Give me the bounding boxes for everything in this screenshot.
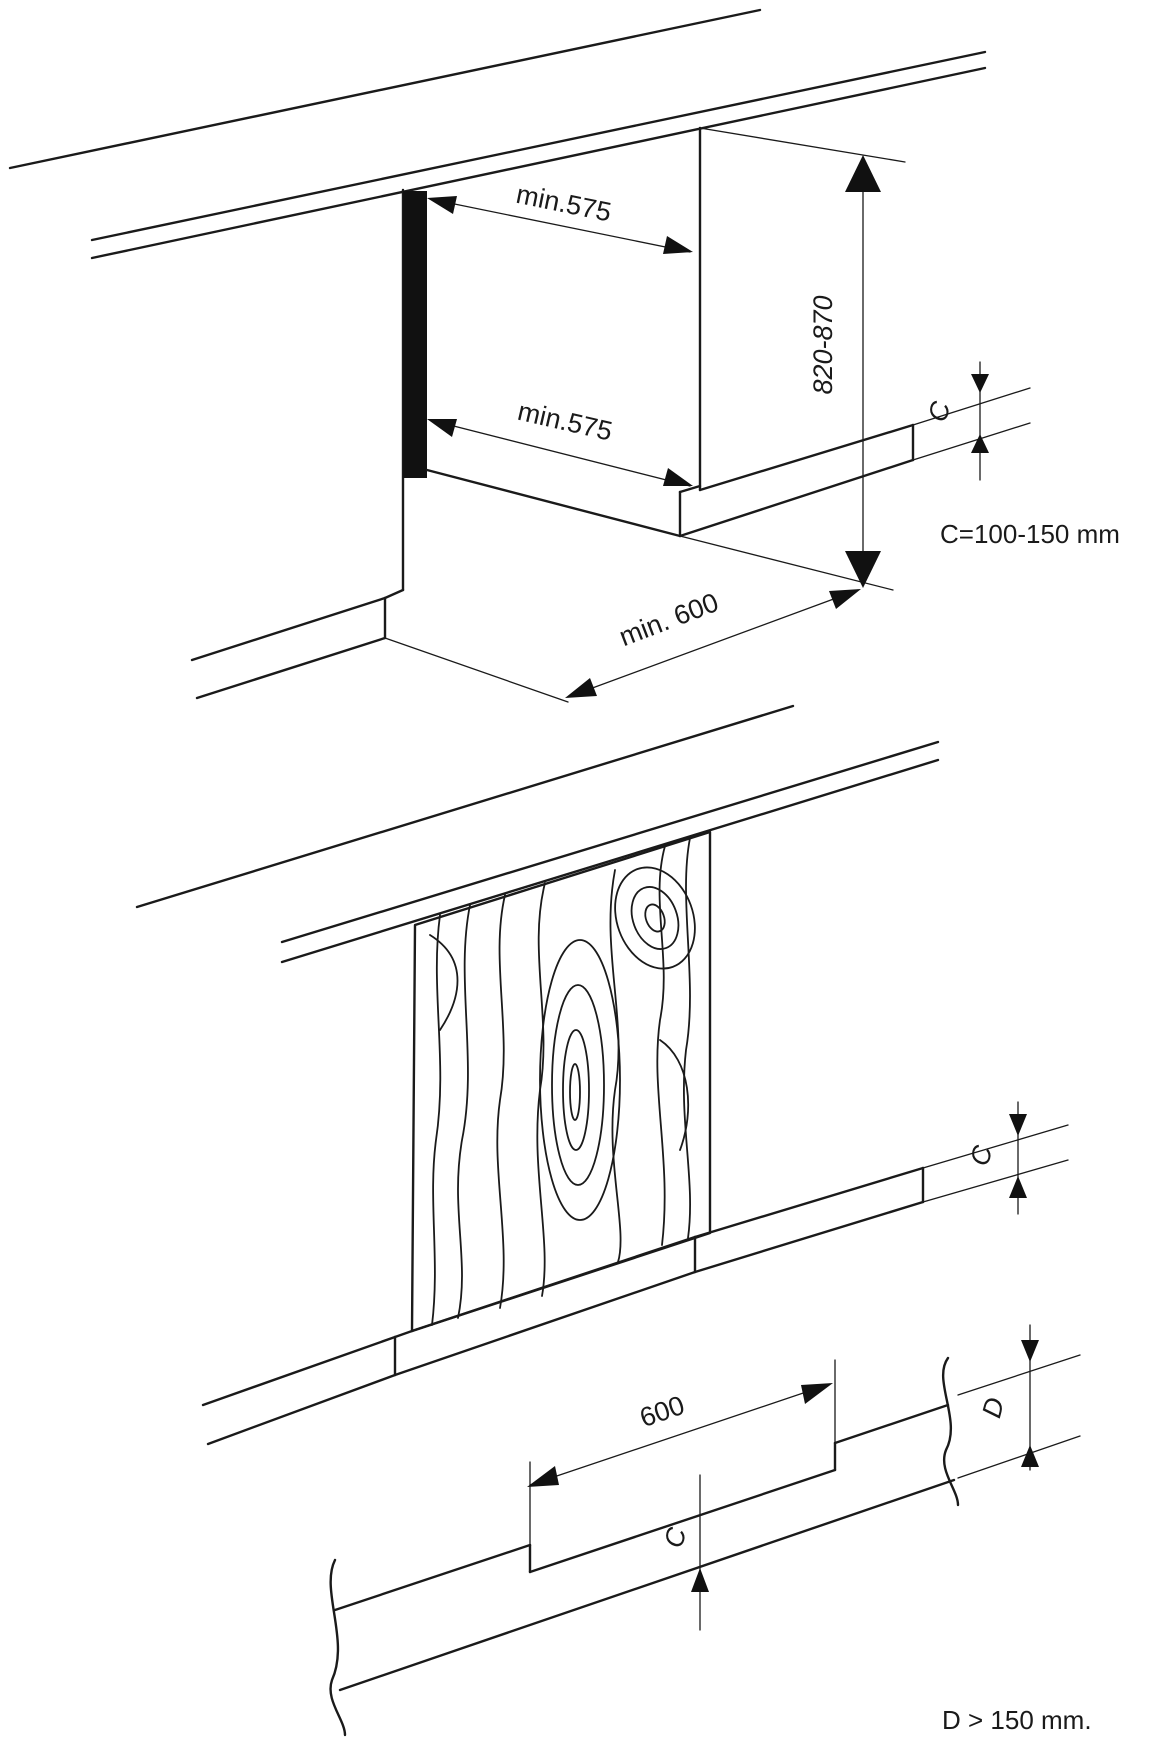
left-cabinet-top (190, 188, 427, 700)
plinth-dimension-front: C (658, 1524, 709, 1592)
width-bottom-label: min.575 (515, 396, 615, 447)
worktop-top (8, 8, 987, 260)
plinth-label-front: C (658, 1524, 692, 1551)
plinth-dimension-top: C (922, 361, 989, 481)
plinth-note: C=100-150 mm (940, 519, 1120, 549)
top-installation-view: min.575 min.575 820-870 min. 600 (8, 8, 1120, 703)
width-top-label: min.575 (514, 179, 614, 228)
width-top-dimension: min.575 (427, 179, 693, 254)
plinth-front-bottom (201, 1166, 925, 1446)
width-bottom-dimension: min.575 (427, 396, 693, 487)
niche-top (425, 468, 702, 538)
plinth-cutout (329, 1356, 960, 1737)
cutout-width-label: 600 (636, 1390, 688, 1433)
height-dimension: 820-870 (808, 155, 881, 588)
depth-label: min. 600 (615, 587, 722, 652)
worktop-bottom (135, 704, 940, 964)
depth-note: D > 150 mm. (942, 1705, 1092, 1735)
dimension-guides-top (384, 127, 1031, 703)
dimension-guides-bottom (529, 1124, 1081, 1631)
side-panel-strip (403, 191, 427, 478)
depth-dimension: min. 600 (565, 587, 861, 698)
cutout-width-dimension: 600 (527, 1383, 833, 1487)
plinth-dimension-right: C (964, 1101, 1027, 1215)
right-cabinet-top (678, 126, 915, 538)
depth-d-dimension: D (976, 1324, 1039, 1471)
wood-grain-pattern (429, 837, 696, 1326)
depth-d-label: D (976, 1394, 1010, 1421)
plinth-label-right: C (964, 1142, 998, 1169)
wood-decor-door (410, 830, 712, 1333)
height-label: 820-870 (808, 295, 838, 394)
bottom-installation-view: C 600 C D D > 150 mm. (135, 704, 1092, 1737)
